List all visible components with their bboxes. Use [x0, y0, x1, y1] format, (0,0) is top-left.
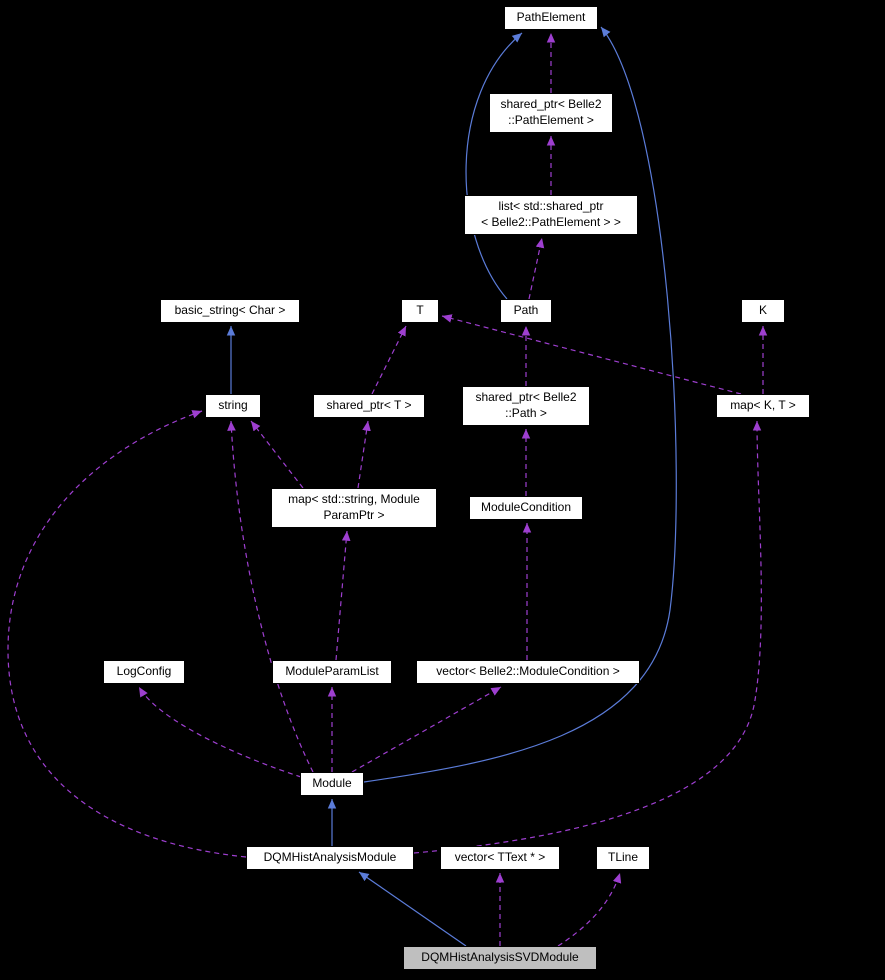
node-logconfig[interactable]: LogConfig — [103, 660, 185, 684]
edge-dqmhistanalysismodule-uses-mapkt — [413, 420, 762, 854]
node-module[interactable]: Module — [300, 772, 364, 796]
node-k[interactable]: K — [741, 299, 785, 323]
edge-map-uses-string — [250, 420, 304, 489]
node-vector-modulecondition[interactable]: vector< Belle2::ModuleCondition > — [416, 660, 640, 684]
edge-module-uses-string — [227, 420, 314, 773]
edge-module-uses-vectormodulecondition — [351, 686, 502, 773]
node-basic-string-char[interactable]: basic_string< Char > — [160, 299, 300, 323]
node-shared-ptr-pathelement[interactable]: shared_ptr< Belle2 ::PathElement > — [489, 93, 613, 133]
node-string[interactable]: string — [205, 394, 261, 418]
edge-module-uses-logconfig — [138, 686, 302, 778]
node-modulecondition[interactable]: ModuleCondition — [469, 496, 583, 520]
node-map-k-t[interactable]: map< K, T > — [716, 394, 810, 418]
node-list-shared-ptr-pathelement[interactable]: list< std::shared_ptr < Belle2::PathElem… — [464, 195, 638, 235]
node-shared-ptr-t[interactable]: shared_ptr< T > — [313, 394, 425, 418]
node-dqmhistanalysismodule[interactable]: DQMHistAnalysisModule — [246, 846, 414, 870]
edge-dqmhistanalysissvdmodule-inherits-dqmhistanalysismodule — [358, 871, 467, 947]
edge-moduleparamlist-uses-map — [335, 530, 351, 661]
edge-path-inherits-pathelement — [465, 32, 523, 300]
edge-dqmhistanalysismodule-uses-string — [7, 410, 247, 858]
edge-map-uses-sharedptrt — [357, 420, 371, 489]
edge-dqmhistanalysissvdmodule-uses-tline — [557, 872, 622, 947]
edge-sharedptrt-uses-t — [371, 325, 407, 395]
node-moduleparamlist[interactable]: ModuleParamList — [272, 660, 392, 684]
node-shared-ptr-path[interactable]: shared_ptr< Belle2 ::Path > — [462, 386, 590, 426]
edge-module-inherits-pathelement — [363, 26, 677, 783]
node-map-string-moduleparamptr[interactable]: map< std::string, Module ParamPtr > — [271, 488, 437, 528]
node-path[interactable]: Path — [500, 299, 552, 323]
edge-mapkt-uses-t — [441, 314, 742, 395]
edge-path-uses-list — [528, 237, 545, 300]
node-t[interactable]: T — [401, 299, 439, 323]
node-pathelement[interactable]: PathElement — [504, 6, 598, 30]
node-vector-ttext[interactable]: vector< TText * > — [440, 846, 560, 870]
node-tline[interactable]: TLine — [596, 846, 650, 870]
node-dqmhistanalysissvdmodule[interactable]: DQMHistAnalysisSVDModule — [403, 946, 597, 970]
